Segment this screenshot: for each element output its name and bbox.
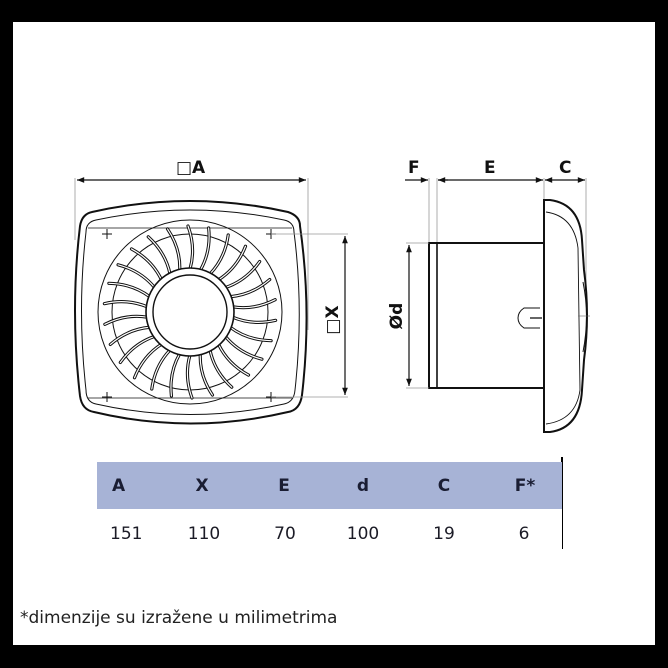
- front-view: □A: [74, 158, 348, 425]
- value-f: 6: [518, 524, 530, 544]
- value-x: 110: [187, 524, 221, 544]
- table-row: 151 110 70 100 19 6: [97, 509, 562, 559]
- width-dimension-label: □A: [176, 158, 206, 178]
- header-a: A: [112, 475, 126, 496]
- header-c: C: [437, 475, 451, 496]
- header-d: d: [356, 475, 370, 496]
- value-d: 100: [346, 524, 380, 544]
- c-dimension-label: C: [559, 158, 571, 178]
- table-header-row: A X E d C F*: [97, 462, 562, 509]
- technical-drawing: □A: [74, 158, 590, 433]
- value-e: 70: [274, 524, 296, 544]
- header-x: X: [195, 475, 209, 496]
- value-c: 19: [433, 524, 455, 544]
- diameter-dimension-label: Ød: [387, 303, 407, 330]
- header-e: E: [278, 475, 290, 496]
- height-dimension-label: □X: [323, 305, 343, 334]
- e-dimension-label: E: [484, 158, 496, 178]
- table-border: [561, 457, 563, 549]
- dimensions-table: A X E d C F* 151 110 70 100 19 6: [97, 462, 562, 559]
- value-a: 151: [110, 524, 143, 544]
- header-f: F*: [514, 475, 536, 496]
- footnote: *dimenzije su izražene u milimetrima: [20, 608, 338, 628]
- f-dimension-label: F: [408, 158, 420, 178]
- side-view: F E C Ød: [387, 158, 590, 433]
- drawing-sheet: □A: [13, 22, 655, 645]
